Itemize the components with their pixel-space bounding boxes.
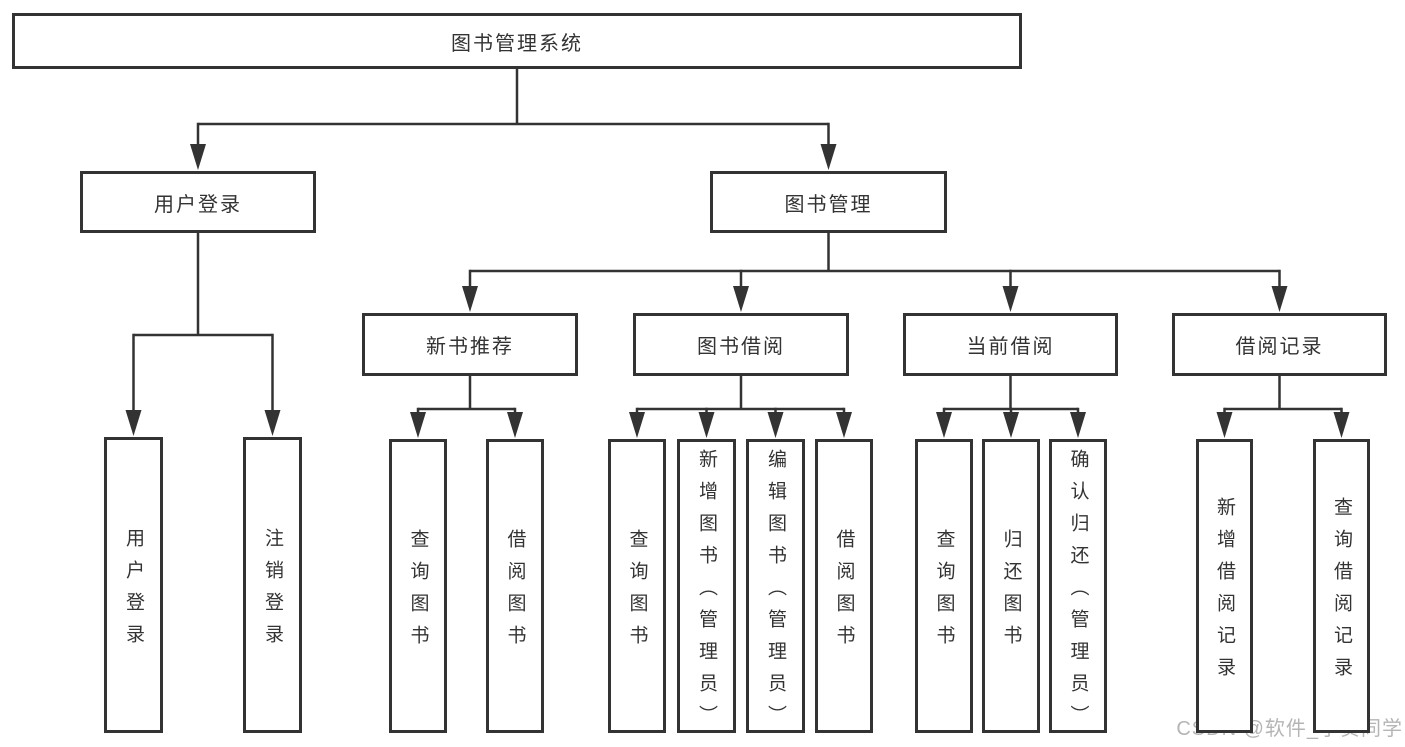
arrowhead-icon	[1003, 412, 1019, 438]
arrowhead-icon	[264, 410, 281, 436]
node-label-br-add: 新增借阅记录	[1214, 496, 1235, 689]
arrowhead-icon	[936, 412, 952, 438]
node-label-nbr-query: 查询图书	[407, 528, 429, 657]
node-label-bb-add: 新增图书（管理员）	[696, 448, 717, 737]
node-user-login: 用户登录	[80, 171, 316, 233]
node-label-br-query: 查询借阅记录	[1331, 496, 1352, 689]
node-bb-query: 查询图书	[608, 439, 666, 733]
node-bb-edit: 编辑图书（管理员）	[746, 439, 805, 737]
node-br-add: 新增借阅记录	[1196, 439, 1253, 733]
node-current-borrow: 当前借阅	[903, 313, 1118, 376]
arrowhead-icon	[820, 144, 837, 170]
arrowhead-icon	[1216, 412, 1233, 438]
arrowhead-icon	[507, 412, 523, 438]
node-label-bb-borrow: 借阅图书	[833, 528, 855, 657]
node-bb-add: 新增图书（管理员）	[677, 439, 736, 737]
node-cb-query: 查询图书	[915, 439, 973, 733]
node-label-new-book-rec: 新书推荐	[426, 336, 514, 358]
node-logout: 注销登录	[243, 437, 302, 733]
node-cb-confirm: 确认归还（管理员）	[1049, 439, 1107, 737]
node-label-borrow-records: 借阅记录	[1235, 336, 1324, 358]
node-book-borrow: 图书借阅	[633, 313, 849, 376]
node-br-query: 查询借阅记录	[1313, 439, 1370, 733]
node-nbr-borrow: 借阅图书	[486, 439, 544, 733]
node-bb-borrow: 借阅图书	[815, 439, 873, 733]
node-label-bb-edit: 编辑图书（管理员）	[765, 448, 786, 737]
arrowhead-icon	[767, 412, 784, 438]
arrowhead-icon	[190, 144, 206, 170]
node-label-user-login: 用户登录	[154, 193, 242, 216]
node-label-system: 图书管理系统	[451, 32, 583, 55]
arrowhead-icon	[1070, 412, 1086, 438]
node-label-book-mgmt: 图书管理	[784, 193, 873, 216]
arrowhead-icon	[1333, 412, 1350, 438]
node-label-book-borrow: 图书借阅	[697, 336, 785, 358]
arrowhead-icon	[698, 412, 715, 438]
node-label-nbr-borrow: 借阅图书	[504, 528, 526, 657]
node-new-book-rec: 新书推荐	[362, 313, 578, 376]
arrowhead-icon	[410, 412, 426, 438]
arrowhead-icon	[462, 286, 478, 312]
node-book-mgmt: 图书管理	[710, 171, 947, 233]
arrowhead-icon	[1271, 286, 1288, 312]
node-label-cb-return: 归还图书	[1000, 528, 1022, 657]
arrowhead-icon	[836, 412, 852, 438]
node-label-cb-query: 查询图书	[933, 528, 955, 657]
node-label-cb-confirm: 确认归还（管理员）	[1067, 448, 1089, 737]
arrowhead-icon	[125, 410, 142, 436]
node-system: 图书管理系统	[12, 13, 1022, 69]
arrowhead-icon	[733, 286, 749, 312]
node-label-login: 用户登录	[123, 527, 144, 656]
node-nbr-query: 查询图书	[389, 439, 447, 733]
node-cb-return: 归还图书	[982, 439, 1040, 733]
node-label-current-borrow: 当前借阅	[966, 336, 1055, 358]
node-borrow-records: 借阅记录	[1172, 313, 1387, 376]
node-login: 用户登录	[104, 437, 163, 733]
node-label-bb-query: 查询图书	[626, 528, 648, 657]
arrowhead-icon	[629, 412, 645, 438]
node-label-logout: 注销登录	[262, 527, 283, 656]
arrowhead-icon	[1002, 286, 1019, 312]
